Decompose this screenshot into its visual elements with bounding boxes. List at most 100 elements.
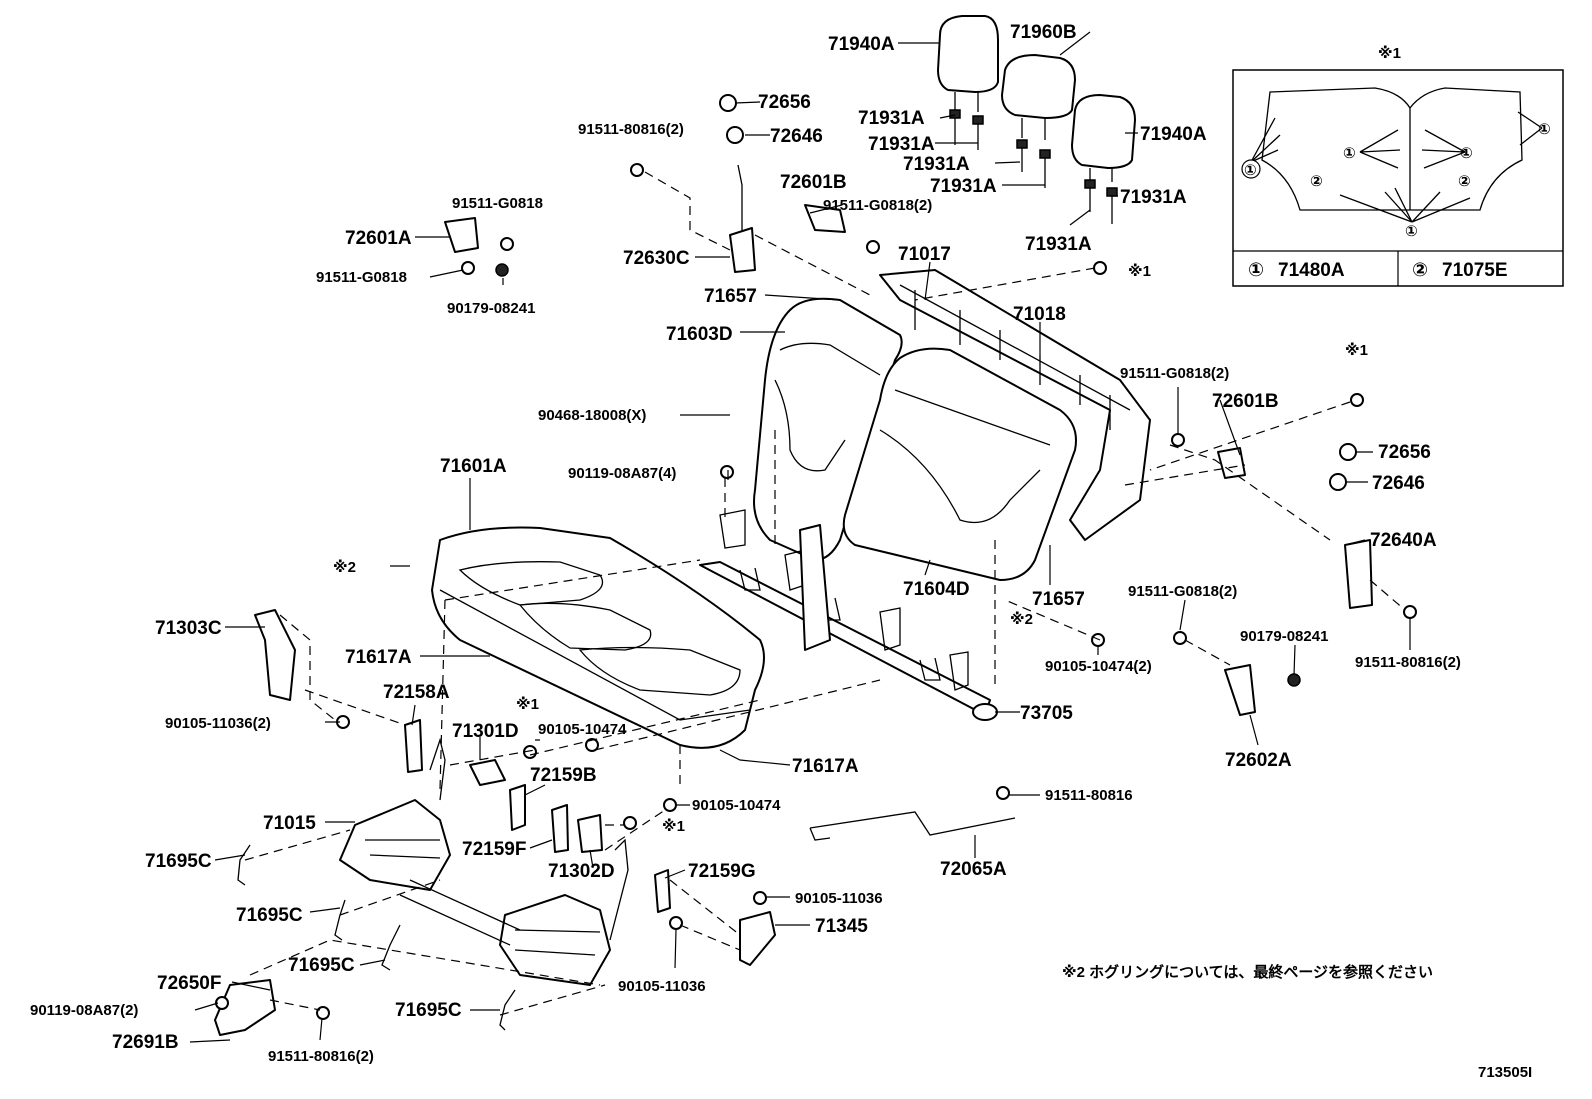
- headrest-center: [1001, 54, 1076, 119]
- label-71931a-5: 71931A: [1120, 187, 1187, 208]
- label-71940a-top: 71940A: [828, 34, 895, 55]
- label-71657-top: 71657: [704, 286, 757, 307]
- bolt-91511-g0818-d: [1171, 433, 1185, 447]
- part-labels: 71940A 71960B 72656 91511-80816(2) 72646…: [30, 22, 1461, 1065]
- label-71018: 71018: [1013, 304, 1066, 325]
- clip-72159f: [551, 804, 569, 853]
- label-90105-10474-b: 90105-10474: [692, 797, 781, 814]
- bolt-91511-80816-c: [996, 786, 1010, 800]
- inset-seat-back-outline: [1261, 87, 1523, 211]
- center-bracket: [799, 524, 831, 651]
- knob-72646-a: [726, 126, 744, 144]
- wire-72065a: [809, 811, 1016, 841]
- label-91511-g0818-2-top: 91511-G0818(2): [823, 197, 932, 214]
- inset-panel: ※1 ① ① ① ① ① ② ② ① 71480A ② 71075E: [1232, 44, 1564, 287]
- cover-72601a: [444, 217, 479, 253]
- bolt-90105-10474-a: [585, 738, 599, 752]
- cover-72601b-r: [1217, 447, 1246, 479]
- label-71931a-4: 71931A: [930, 176, 997, 197]
- bolt-90119-08a87-4: [720, 465, 734, 479]
- label-72630c: 72630C: [623, 248, 690, 269]
- label-71017: 71017: [898, 244, 951, 265]
- inset-callout-1a: [1241, 159, 1261, 179]
- clip-72158a: [404, 719, 423, 773]
- footnote-hog-ring: ※2 ホグリングについては、最終ページを参照ください: [1062, 963, 1433, 981]
- seat-frame: [699, 509, 998, 721]
- label-72646-top: 72646: [770, 126, 823, 147]
- bolt-91511-g0818-e: [1173, 631, 1187, 645]
- label-72601a: 72601A: [345, 228, 412, 249]
- label-91511-g0818-2-lower: 91511-G0818(2): [1128, 583, 1237, 600]
- knob-72646-b: [1329, 473, 1347, 491]
- bolt-90105-11036-b: [669, 916, 683, 930]
- label-71345: 71345: [815, 916, 868, 937]
- nut-90179-08241-a: [495, 263, 509, 277]
- reference-markers: ※1 ※1 ※1 ※1 ※2 ※2: [333, 262, 1368, 835]
- label-91511-g0818-a: 91511-G0818: [452, 195, 543, 212]
- bolt-91511-80816-b: [1403, 605, 1417, 619]
- label-91511-g0818-b: 91511-G0818: [316, 269, 407, 286]
- inset-callout-1b-text: ①: [1343, 145, 1356, 162]
- inset-callout-1c-text: ①: [1460, 145, 1473, 162]
- inset-callout-1a-text: ①: [1244, 162, 1257, 179]
- label-71931a-1: 71931A: [858, 108, 925, 129]
- inset-callout-2b-text: ②: [1458, 173, 1471, 190]
- label-71960b: 71960B: [1010, 22, 1077, 43]
- seat-tray-71015: [339, 737, 629, 986]
- inset-legend-2-num: ②: [1412, 260, 1428, 281]
- headrest-right: [1071, 94, 1136, 169]
- label-90468-18008: 90468-18008(X): [538, 407, 646, 424]
- clip-ref1-d: [623, 816, 637, 830]
- clip-ref1-b: [1350, 393, 1364, 407]
- marker-ref2-b: ※2: [1010, 610, 1033, 628]
- label-90119-08a87-4: 90119-08A87(4): [568, 465, 676, 482]
- clip-72159g: [654, 869, 671, 913]
- label-73705: 73705: [1020, 703, 1073, 724]
- label-71695c-4: 71695C: [395, 1000, 462, 1021]
- bracket-71301d: [469, 759, 506, 786]
- label-91511-80816: 91511-80816: [1045, 787, 1133, 804]
- marker-ref1-c: ※1: [516, 695, 539, 713]
- label-71931a-2: 71931A: [868, 134, 935, 155]
- bracket-72691b: [214, 979, 276, 1036]
- label-72158a: 72158A: [383, 682, 450, 703]
- bolt-91511-80816-a: [630, 163, 644, 177]
- leader-lines: [189, 31, 1411, 1043]
- marker-ref1-a: ※1: [1128, 262, 1151, 280]
- inset-callout-1e-text: ①: [1405, 223, 1418, 240]
- rear-cross-rail: [699, 561, 991, 716]
- label-71695c-1: 71695C: [145, 851, 212, 872]
- label-72656-top: 72656: [758, 92, 811, 113]
- label-72656-right: 72656: [1378, 442, 1431, 463]
- inset-title: ※1: [1378, 44, 1401, 62]
- label-72691b: 72691B: [112, 1032, 179, 1053]
- label-71695c-3: 71695C: [288, 955, 355, 976]
- label-72601b-left: 72601B: [780, 172, 847, 193]
- inset-legend-2-part: 71075E: [1442, 260, 1508, 281]
- bolt-91511-80816-d: [316, 1006, 330, 1020]
- label-90179-08241-a: 90179-08241: [447, 300, 535, 317]
- label-90105-11036-2: 90105-11036(2): [165, 715, 271, 732]
- label-71301d: 71301D: [452, 721, 519, 742]
- label-91511-80816-2-right: 91511-80816(2): [1355, 654, 1461, 671]
- marker-ref2-a: ※2: [333, 558, 356, 576]
- label-90105-11036-b: 90105-11036: [618, 978, 706, 995]
- lock-72640a: [1344, 539, 1373, 609]
- label-72650f: 72650F: [157, 973, 221, 994]
- inset-leaders: [1250, 111, 1543, 223]
- headrests: [937, 15, 1136, 224]
- inset-legend-1-num: ①: [1248, 260, 1264, 281]
- label-71604d: 71604D: [903, 579, 970, 600]
- label-71302d: 71302D: [548, 861, 615, 882]
- seat-back-right: [842, 347, 1077, 581]
- label-71931a-3: 71931A: [903, 154, 970, 175]
- label-72159b: 72159B: [530, 765, 597, 786]
- cap-72656-a: [719, 94, 737, 112]
- label-91511-80816-2-bottom: 91511-80816(2): [268, 1048, 374, 1065]
- headrest-left: [937, 15, 999, 93]
- lock-72630c: [729, 227, 756, 273]
- label-71695c-2: 71695C: [236, 905, 303, 926]
- label-72159g: 72159G: [688, 861, 756, 882]
- seat-cushion: [431, 526, 765, 749]
